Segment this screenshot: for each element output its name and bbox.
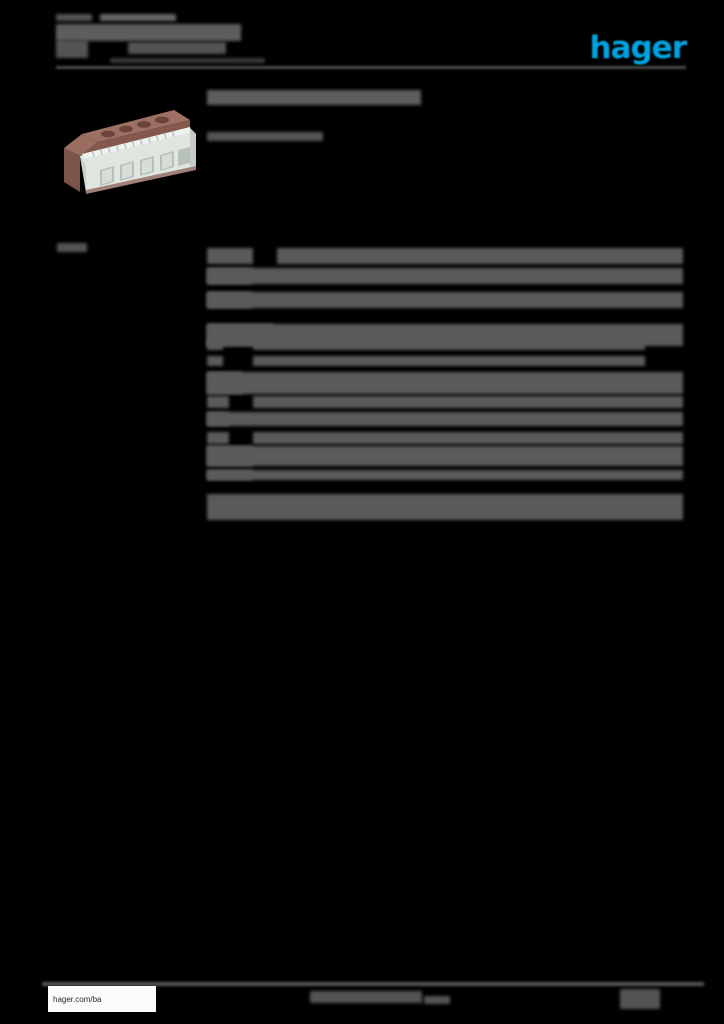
- table-row-value: [277, 248, 683, 264]
- document-kicker-secondary: [100, 14, 176, 21]
- page-header: hager: [56, 14, 687, 68]
- table-row: [207, 248, 683, 264]
- table-row: [207, 412, 683, 426]
- table-row-value: [253, 340, 645, 350]
- table-row-key: [207, 432, 229, 444]
- table-row-value: [207, 470, 683, 480]
- product-image: [56, 96, 204, 196]
- product-reference-label: [57, 243, 87, 252]
- footer-divider: [42, 982, 704, 986]
- table-row: [207, 268, 683, 284]
- page-footer: hager.com/ba: [42, 984, 704, 1014]
- table-row: [207, 470, 683, 480]
- hager-logo[interactable]: hager: [589, 30, 687, 66]
- table-row: [207, 396, 683, 408]
- table-row-key: [207, 248, 253, 264]
- table-row: [207, 372, 683, 394]
- table-row-key: [207, 340, 223, 350]
- table-row: [207, 494, 683, 520]
- document-subtitle-secondary: [110, 58, 265, 63]
- table-row: [207, 340, 683, 350]
- table-row-value: [207, 446, 683, 466]
- page-title: [56, 24, 241, 41]
- terminal-block-icon: [64, 110, 196, 194]
- main-content: [207, 90, 683, 520]
- document-kicker: [56, 14, 92, 21]
- product-heading: [207, 90, 421, 105]
- table-row: [207, 356, 683, 366]
- table-row: [207, 446, 683, 466]
- table-row-value: [253, 432, 683, 444]
- table-row: [207, 292, 683, 308]
- table-row-key: [207, 396, 229, 408]
- document-subtitle: [128, 42, 226, 54]
- footer-page-number: [620, 989, 660, 1009]
- table-row-key: [207, 356, 223, 366]
- table-row-value: [207, 412, 683, 426]
- table-row-value: [207, 292, 683, 308]
- footer-url-box[interactable]: hager.com/ba: [48, 986, 156, 1012]
- footer-center-text-secondary: [424, 996, 450, 1004]
- header-divider: [56, 66, 686, 69]
- footer-center-text: [310, 991, 422, 1003]
- footer-url-text: hager.com/ba: [53, 994, 102, 1004]
- section-subheading: [207, 132, 323, 141]
- table-row-value: [253, 396, 683, 408]
- table-row-value: [253, 356, 645, 366]
- document-subtitle-left: [56, 40, 88, 58]
- table-row: [207, 432, 683, 444]
- table-row-value: [207, 372, 683, 394]
- table-row-value: [207, 268, 683, 284]
- document-title-block: [56, 14, 356, 63]
- table-row-value: [207, 494, 683, 520]
